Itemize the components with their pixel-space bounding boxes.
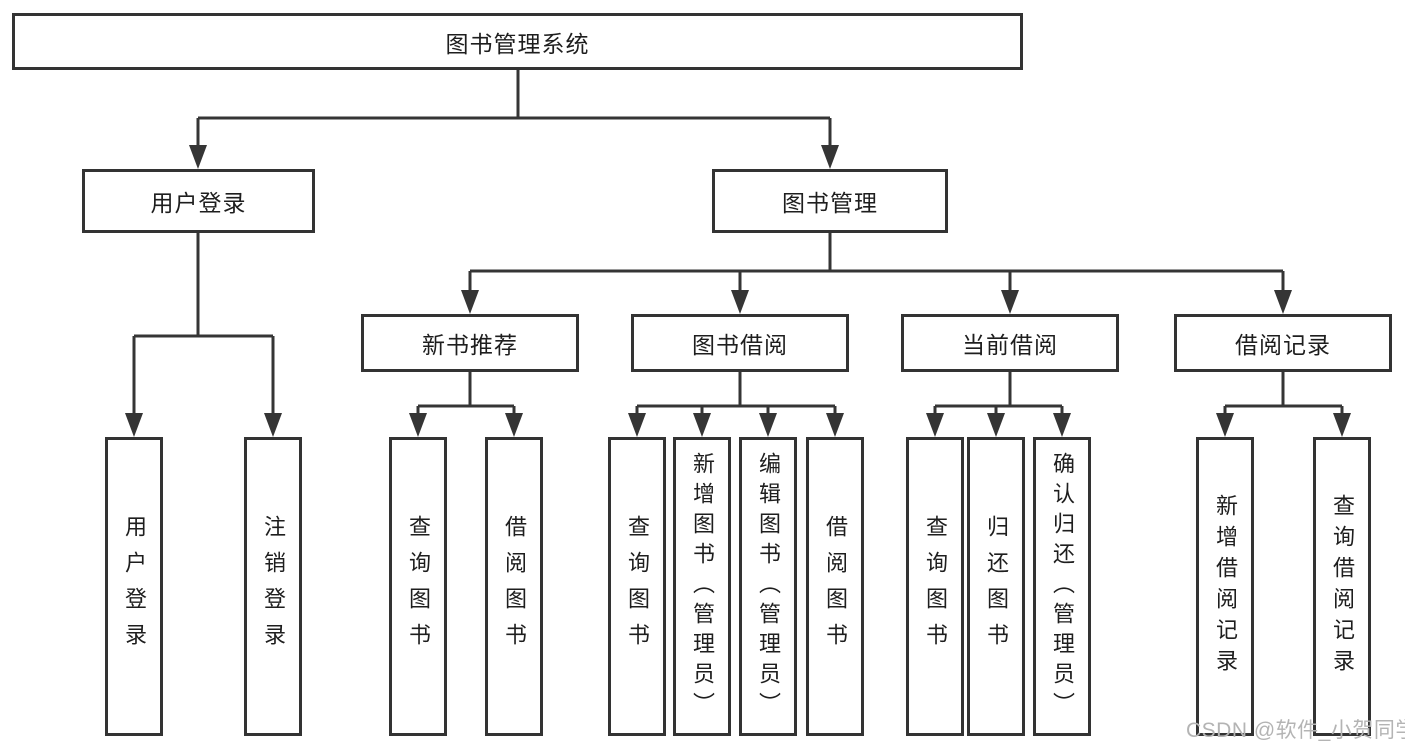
node-book-borrowing: 图书借阅 [631, 314, 849, 372]
arrowhead-icon [189, 145, 207, 169]
node-leaf-edit-books-admin: 编辑图书（管理员） [739, 437, 797, 736]
node-label: 新书推荐 [422, 332, 518, 358]
node-leaf-query-borrow-record: 查询借阅记录 [1313, 437, 1371, 736]
arrowhead-icon [987, 413, 1005, 437]
node-borrow-records: 借阅记录 [1174, 314, 1392, 372]
node-current-borrowing: 当前借阅 [901, 314, 1119, 372]
arrowhead-icon [628, 413, 646, 437]
connector-bookmgmt-to-level3 [468, 233, 1285, 294]
node-leaf-return-books: 归还图书 [967, 437, 1025, 736]
node-leaf-add-books-admin: 新增图书（管理员） [673, 437, 731, 736]
node-leaf-borrow-books-1: 借阅图书 [485, 437, 543, 736]
node-book-management-branch: 图书管理 [712, 169, 948, 233]
connector-level3-to-leaves [416, 371, 1344, 417]
arrowhead-icon [1053, 413, 1071, 437]
connector-userlogin-to-leaves [132, 233, 275, 417]
node-label: 归还图书 [984, 514, 1009, 659]
node-label: 图书管理系统 [445, 30, 590, 57]
arrowhead-icon [1274, 290, 1292, 314]
node-label: 确认归还（管理员） [1050, 451, 1075, 722]
node-leaf-user-login: 用户登录 [105, 437, 163, 736]
arrowhead-icon [409, 413, 427, 437]
node-label: 借阅图书 [823, 514, 848, 659]
arrowhead-icon [821, 145, 839, 169]
arrowhead-icon [125, 413, 143, 437]
arrowhead-icon [826, 413, 844, 437]
node-user-login-branch: 用户登录 [82, 169, 315, 233]
node-label: 新增图书（管理员） [690, 451, 715, 722]
node-label: 用户登录 [122, 514, 147, 659]
node-leaf-query-books-2: 查询图书 [608, 437, 666, 736]
arrowhead-icon [731, 290, 749, 314]
connector-root-to-level2 [196, 70, 832, 149]
arrowhead-group [125, 145, 1351, 437]
node-leaf-query-books-1: 查询图书 [389, 437, 447, 736]
arrowhead-icon [505, 413, 523, 437]
arrowhead-icon [1001, 290, 1019, 314]
node-label: 图书借阅 [692, 332, 788, 358]
node-leaf-add-borrow-record: 新增借阅记录 [1196, 437, 1254, 736]
node-leaf-query-books-3: 查询图书 [906, 437, 964, 736]
arrowhead-icon [759, 413, 777, 437]
arrowhead-icon [1216, 413, 1234, 437]
node-label: 当前借阅 [962, 332, 1058, 358]
node-label: 查询图书 [923, 514, 948, 659]
arrowhead-icon [461, 290, 479, 314]
connector-group [132, 70, 1344, 417]
node-label: 查询图书 [406, 514, 431, 659]
node-label: 用户登录 [150, 190, 247, 216]
node-leaf-borrow-books-2: 借阅图书 [806, 437, 864, 736]
node-leaf-logout: 注销登录 [244, 437, 302, 736]
node-label: 借阅记录 [1235, 332, 1331, 358]
node-label: 查询借阅记录 [1330, 493, 1355, 680]
arrowhead-icon [264, 413, 282, 437]
node-leaf-confirm-return-admin: 确认归还（管理员） [1033, 437, 1091, 736]
node-label: 新增借阅记录 [1213, 493, 1238, 680]
node-label: 查询图书 [625, 514, 650, 659]
arrowhead-icon [1333, 413, 1351, 437]
arrowhead-icon [693, 413, 711, 437]
csdn-watermark: CSDN @软件_小贺同学 [1186, 719, 1405, 742]
node-label: 编辑图书（管理员） [756, 451, 781, 722]
arrowhead-icon [926, 413, 944, 437]
node-root-system: 图书管理系统 [12, 13, 1023, 70]
node-label: 借阅图书 [502, 514, 527, 659]
node-label: 注销登录 [261, 514, 286, 659]
node-label: 图书管理 [782, 190, 878, 216]
node-new-book-recommend: 新书推荐 [361, 314, 579, 372]
